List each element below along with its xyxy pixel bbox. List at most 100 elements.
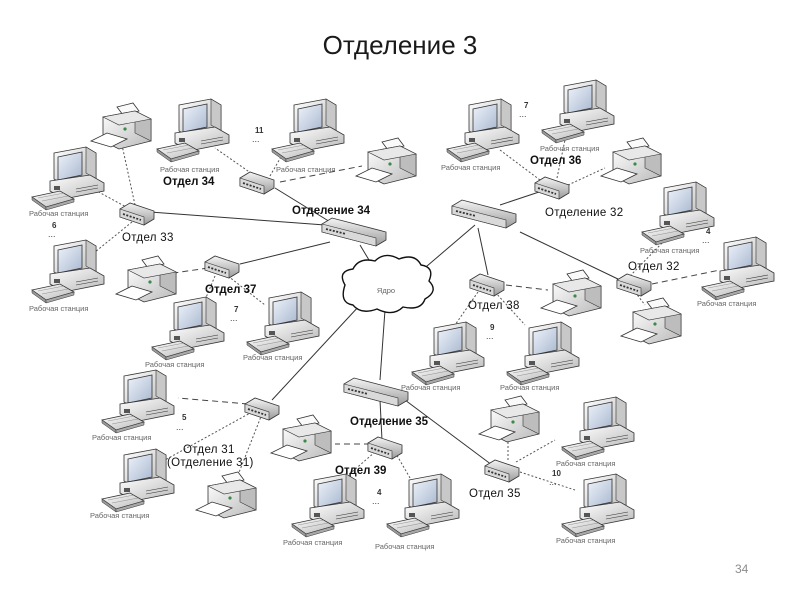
link-otdel34-printer (279, 165, 363, 183)
link-otdel39-ws1 (344, 451, 376, 479)
ellipsis: ... (549, 477, 557, 487)
link-otdel32-printer (634, 291, 646, 306)
link-otdel36-printer (567, 167, 606, 186)
ws-label: Рабочая станция (375, 542, 434, 551)
link-otdelenie32-otdel32 (519, 231, 621, 281)
link-otdel37-ws1 (204, 275, 216, 301)
ws-label: Рабочая станция (441, 163, 500, 172)
ellipsis: ... (702, 235, 710, 245)
printer-otdel35 (478, 395, 540, 443)
link-otdel31-ws2 (164, 411, 253, 461)
cloud-label: Ядро (377, 286, 395, 295)
printer-otdel33 (90, 102, 152, 150)
workstation-otdel36-a (446, 98, 520, 163)
link-otdel38-ws1 (454, 291, 479, 326)
workstation-otdel39-a (291, 473, 365, 538)
ellipsis: ... (48, 229, 56, 239)
switch-otdelenie-34 (321, 217, 387, 247)
ellipsis: ... (252, 134, 260, 144)
workstation-otdel35-b (561, 473, 635, 538)
ws-label: Рабочая станция (540, 144, 599, 153)
count-otdel-39: 4 (377, 488, 382, 497)
workstation-otdel33-a (31, 146, 105, 211)
printer-otdel34 (355, 137, 417, 185)
printer-otdel32 (620, 297, 682, 345)
switch-otdel-36 (534, 176, 570, 200)
workstation-otdel37-b (246, 291, 320, 356)
workstation-otdel33-b (31, 239, 105, 304)
workstation-otdel36-b (541, 79, 615, 144)
ws-label: Рабочая станция (243, 353, 302, 362)
link-otdel38-printer (505, 284, 549, 291)
ws-label: Рабочая станция (90, 511, 149, 520)
switch-otdelenie-35 (343, 377, 409, 407)
ws-label: Рабочая станция (556, 536, 615, 545)
switch-otdel-38 (469, 273, 505, 297)
link-otdel33-printer (121, 144, 136, 206)
link-otdel35-ws1 (515, 439, 556, 463)
printer-otdel31 (195, 471, 257, 519)
link-core-otdelenie35 (379, 309, 386, 381)
switch-otdel-33 (119, 202, 155, 226)
count-otdel-35: 10 (552, 469, 561, 478)
label-otdel-35: Отдел 35 (469, 488, 521, 500)
ws-label: Рабочая станция (500, 383, 559, 392)
link-otdel32-ws1 (629, 239, 666, 277)
label-otdel-39: Отдел 39 (335, 465, 386, 477)
ws-label: Рабочая станция (697, 299, 756, 308)
workstation-otdel34-b (271, 98, 345, 163)
label-otdelenie-31: (Отделение 31) (167, 457, 254, 469)
ws-label: Рабочая станция (145, 360, 204, 369)
workstation-otdel32-b (701, 236, 775, 301)
ellipsis: ... (372, 496, 380, 506)
ws-label: Рабочая станция (556, 459, 615, 468)
label-otdel-37: Отдел 37 (205, 284, 256, 296)
label-otdel-36: Отдел 36 (530, 155, 581, 167)
ws-label: Рабочая станция (29, 304, 88, 313)
count-otdel-37: 7 (234, 305, 239, 314)
core-cloud: Ядро (341, 254, 434, 314)
workstation-otdel34-a (156, 98, 230, 163)
count-otdel-31: 5 (182, 413, 187, 422)
ws-label: Рабочая станция (401, 383, 460, 392)
link-otdelenie32-otdel38 (477, 227, 489, 276)
slide-title: Отделение 3 (322, 30, 478, 60)
switch-otdel-34 (239, 171, 275, 195)
label-otdel-38: Отдел 38 (468, 300, 520, 312)
label-otdel-31: Отдел 31 (183, 444, 235, 456)
link-otdel31-ws1 (177, 397, 249, 405)
link-otdel32-ws2 (651, 269, 721, 285)
label-otdel-32: Отдел 32 (628, 261, 680, 273)
workstation-otdel37-a (151, 296, 225, 361)
label-otdelenie-35: Отделение 35 (350, 416, 429, 428)
link-otdel38-ws2 (494, 291, 526, 326)
label-otdel-34: Отдел 34 (163, 176, 215, 188)
link-otdel36-ws2 (556, 139, 566, 179)
ws-label: Рабочая станция (29, 209, 88, 218)
link-otdel35-ws2 (519, 471, 576, 491)
switch-otdel-37 (204, 255, 240, 279)
count-otdel-33: 6 (52, 221, 57, 230)
printer-otdel39 (270, 414, 332, 462)
link-core-otdelenie32 (419, 224, 476, 273)
link-otdelenie34-otdel37 (239, 241, 331, 265)
ellipsis: ... (519, 109, 527, 119)
link-otdel31-printer (237, 413, 263, 476)
label-otdelenie-34: Отделение 34 (292, 205, 371, 217)
link-otdel36-ws1 (499, 149, 541, 181)
link-otdelenie34-otdel33 (149, 211, 326, 226)
ws-label: Рабочая станция (92, 433, 151, 442)
switch-otdel-39 (367, 436, 403, 460)
workstation-otdel38-b (506, 321, 580, 386)
label-otdel-33: Отдел 33 (122, 232, 174, 244)
ws-label: Рабочая станция (283, 538, 342, 547)
workstation-otdel35-a (561, 396, 635, 461)
printer-otdel38 (540, 269, 602, 317)
ws-label: Рабочая станция (640, 246, 699, 255)
workstation-otdel31-a (101, 369, 175, 434)
ellipsis: ... (230, 313, 238, 323)
ellipsis: ... (176, 422, 184, 432)
switch-otdel-35 (484, 459, 520, 483)
count-otdel-34: 11 (255, 126, 264, 135)
